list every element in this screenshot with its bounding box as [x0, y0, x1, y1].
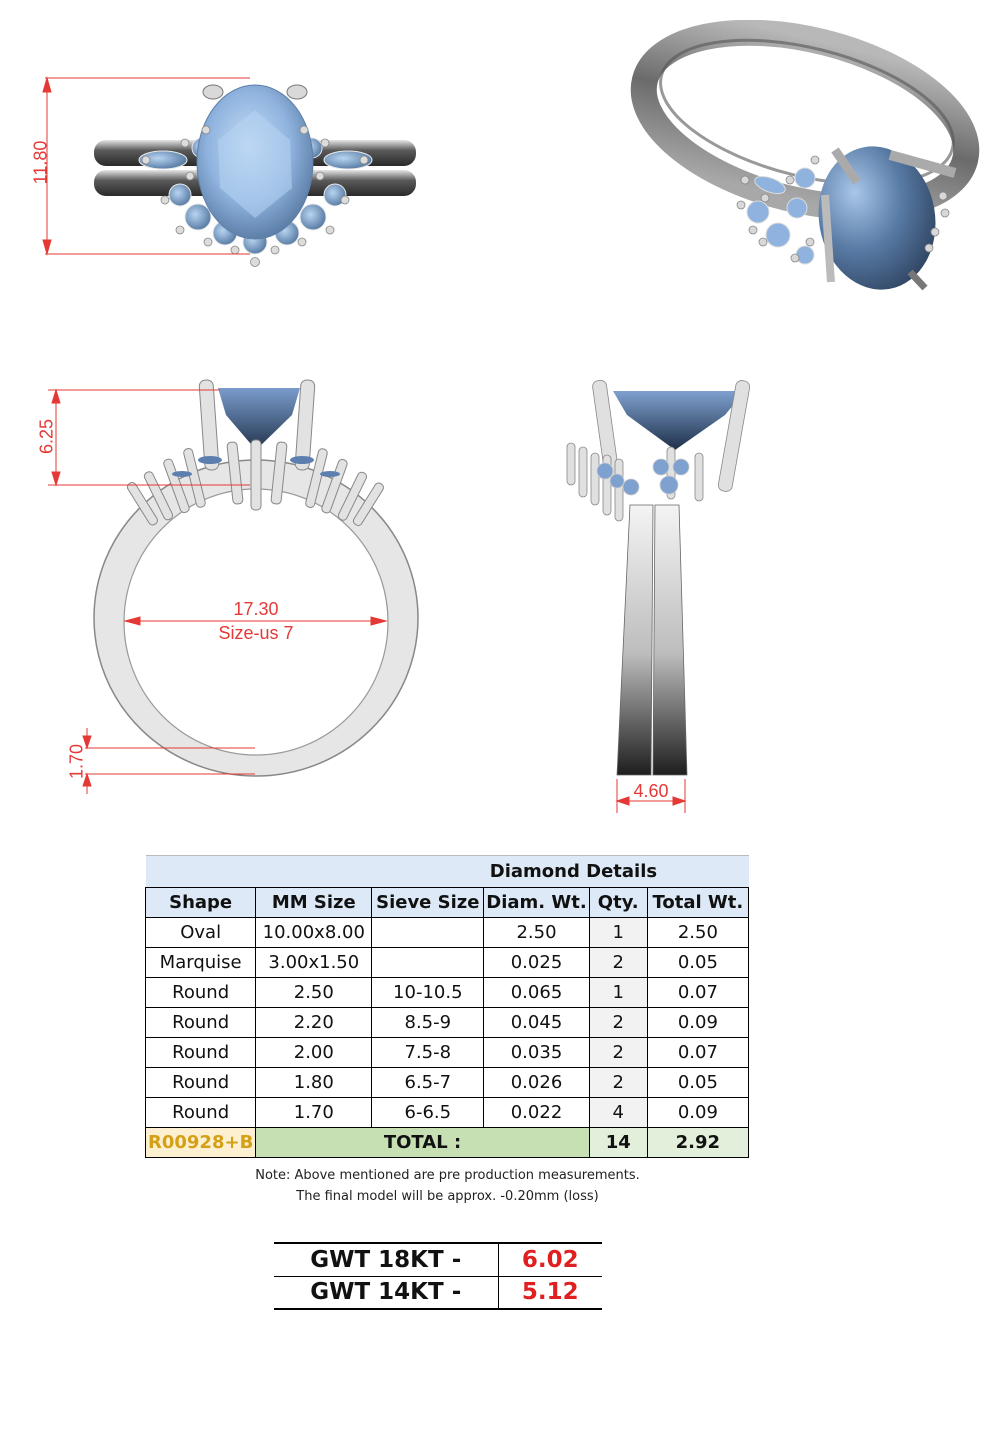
gwt-18kt-value: 6.02 [498, 1242, 602, 1277]
dim-inner-diameter: 17.30 [233, 599, 279, 619]
cell-qty: 1 [588, 977, 648, 1008]
dim-ring-size: Size-us 7 [218, 623, 294, 643]
product-code: R00928+B [144, 1127, 257, 1158]
cell-shape: Round [144, 1007, 257, 1038]
cell-diam-wt: 2.50 [483, 917, 590, 948]
top-view-ring-render [42, 76, 416, 267]
cell-mm-size: 1.70 [255, 1097, 373, 1128]
front-view: 6.25 17.30 Size-us 7 1.70 [30, 370, 430, 800]
front-view-ring-render [48, 379, 419, 794]
header-sieve-size: Sieve Size [371, 887, 485, 918]
total-weight: 2.92 [646, 1127, 750, 1158]
cell-sieve-size [371, 947, 485, 978]
cell-sieve-size: 8.5-9 [371, 1007, 485, 1038]
cell-shape: Round [144, 1037, 257, 1068]
cell-qty: 2 [588, 1007, 648, 1038]
table-title: Diamond Details [483, 855, 749, 888]
table-row: Round 2.20 8.5-9 0.045 2 0.09 [144, 1007, 750, 1038]
header-qty: Qty. [588, 887, 648, 918]
total-qty: 14 [588, 1127, 648, 1158]
table-row: Oval 10.00x8.00 2.50 1 2.50 [144, 917, 750, 948]
perspective-view [625, 20, 980, 305]
perspective-ring-render [630, 20, 980, 291]
gross-weight-table: GWT 18KT - 6.02 GWT 14KT - 5.12 [274, 1242, 602, 1310]
total-label: TOTAL : [255, 1127, 590, 1158]
cell-mm-size: 2.00 [255, 1037, 373, 1068]
cell-sieve-size [371, 917, 485, 948]
table-row: Round 2.00 7.5-8 0.035 2 0.07 [144, 1037, 750, 1068]
table-total-row: R00928+B TOTAL : 14 2.92 [144, 1127, 750, 1158]
note-line-2: The final model will be approx. -0.20mm … [296, 1189, 599, 1204]
cell-total-wt: 0.07 [646, 977, 750, 1008]
cell-total-wt: 0.05 [646, 1067, 750, 1098]
dim-head-height: 6.25 [36, 418, 57, 455]
dim-band-width: 4.60 [633, 781, 669, 801]
cell-mm-size: 2.20 [255, 1007, 373, 1038]
header-diam-wt: Diam. Wt. [483, 887, 590, 918]
cell-sieve-size: 6-6.5 [371, 1097, 485, 1128]
cell-sieve-size: 6.5-7 [371, 1067, 485, 1098]
table-row: Marquise 3.00x1.50 0.025 2 0.05 [144, 947, 750, 978]
table-header-row: Shape MM Size Sieve Size Diam. Wt. Qty. … [144, 887, 750, 918]
side-profile-ring-render [566, 379, 751, 813]
dim-top-height: 11.80 [30, 140, 51, 185]
cell-diam-wt: 0.025 [483, 947, 590, 978]
table-row: Round 1.80 6.5-7 0.026 2 0.05 [144, 1067, 750, 1098]
cell-diam-wt: 0.022 [483, 1097, 590, 1128]
cell-sieve-size: 10-10.5 [371, 977, 485, 1008]
gwt-18kt-label: GWT 18KT - [274, 1242, 499, 1277]
cell-mm-size: 2.50 [255, 977, 373, 1008]
table-title-row: Diamond Details [145, 855, 749, 888]
cell-shape: Round [144, 1097, 257, 1128]
gwt-row-18kt: GWT 18KT - 6.02 [274, 1242, 602, 1277]
cell-mm-size: 3.00x1.50 [255, 947, 373, 978]
cell-shape: Round [144, 977, 257, 1008]
table-row: Round 1.70 6-6.5 0.022 4 0.09 [144, 1097, 750, 1128]
cell-total-wt: 2.50 [646, 917, 750, 948]
cell-total-wt: 0.09 [646, 1007, 750, 1038]
cell-qty: 4 [588, 1097, 648, 1128]
cell-mm-size: 1.80 [255, 1067, 373, 1098]
cell-shape: Round [144, 1067, 257, 1098]
cell-total-wt: 0.07 [646, 1037, 750, 1068]
dim-band-thickness: 1.70 [66, 743, 87, 780]
cell-diam-wt: 0.065 [483, 977, 590, 1008]
cell-shape: Oval [144, 917, 257, 948]
cell-mm-size: 10.00x8.00 [255, 917, 373, 948]
cell-diam-wt: 0.026 [483, 1067, 590, 1098]
cell-diam-wt: 0.045 [483, 1007, 590, 1038]
cell-qty: 1 [588, 917, 648, 948]
diamond-details-table: Diamond Details Shape MM Size Sieve Size… [144, 855, 750, 1158]
top-view: 11.80 [30, 70, 440, 270]
cell-qty: 2 [588, 947, 648, 978]
cell-total-wt: 0.05 [646, 947, 750, 978]
cell-qty: 2 [588, 1037, 648, 1068]
cell-sieve-size: 7.5-8 [371, 1037, 485, 1068]
cell-diam-wt: 0.035 [483, 1037, 590, 1068]
gwt-14kt-label: GWT 14KT - [274, 1276, 499, 1310]
cell-total-wt: 0.09 [646, 1097, 750, 1128]
cell-qty: 2 [588, 1067, 648, 1098]
header-shape: Shape [144, 887, 257, 918]
header-mm-size: MM Size [255, 887, 373, 918]
side-profile-view: 4.60 [555, 375, 765, 815]
cell-shape: Marquise [144, 947, 257, 978]
header-total-wt: Total Wt. [646, 887, 750, 918]
table-row: Round 2.50 10-10.5 0.065 1 0.07 [144, 977, 750, 1008]
gwt-14kt-value: 5.12 [498, 1276, 602, 1310]
note-line-1: Note: Above mentioned are pre production… [255, 1168, 640, 1183]
gwt-row-14kt: GWT 14KT - 5.12 [274, 1276, 602, 1310]
